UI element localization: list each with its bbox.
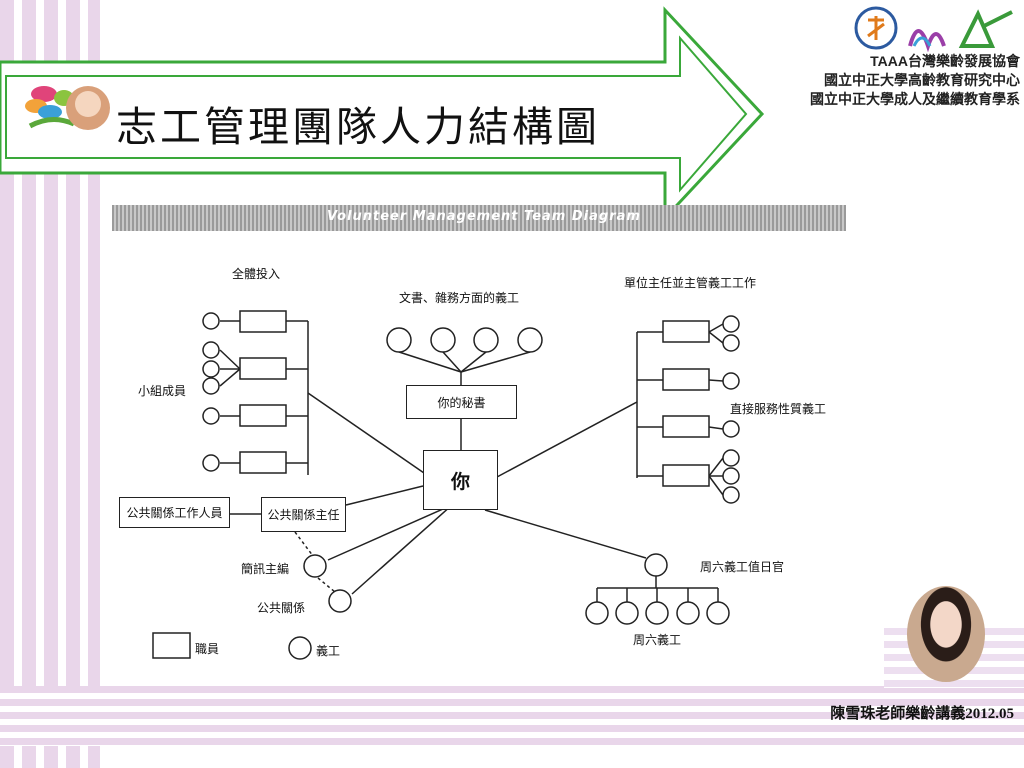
edge-pr-dashed-1 <box>294 531 314 557</box>
left-staff-box-4 <box>239 451 287 474</box>
saturday-officer-circle <box>644 553 668 577</box>
edge-clerical-1 <box>398 351 462 373</box>
saturday-volunteer-2 <box>615 601 639 625</box>
pr-director-box: 公共關係主任 <box>261 497 346 532</box>
right-staff-box-2 <box>662 368 710 391</box>
clerical-volunteer-2 <box>430 327 456 353</box>
edge-center-right-group <box>496 401 638 478</box>
right-staff-box-1 <box>662 320 710 343</box>
left-volunteer-5 <box>202 407 220 425</box>
right-volunteer-4 <box>722 420 740 438</box>
left-staff-box-1 <box>239 310 287 333</box>
saturday-volunteer-1 <box>585 601 609 625</box>
edge-clerical-2 <box>442 351 462 373</box>
edge-center-left-group <box>307 392 425 474</box>
org-line-2: 國立中正大學高齡教育研究中心 <box>824 72 1020 88</box>
label-direct-service: 直接服務性質義工 <box>730 402 827 416</box>
left-staff-box-3 <box>239 404 287 427</box>
org-line-3: 國立中正大學成人及繼續教育學系 <box>810 91 1020 107</box>
label-group-members: 小組成員 <box>138 384 187 398</box>
diagram-banner: Volunteer Management Team Diagram <box>112 205 846 231</box>
saturday-volunteer-5 <box>706 601 730 625</box>
clerical-volunteer-3 <box>473 327 499 353</box>
edge-clerical-3 <box>460 351 487 373</box>
right-staff-box-3 <box>662 415 710 438</box>
clerical-volunteer-1 <box>386 327 412 353</box>
legend-staff-box <box>152 632 191 659</box>
label-clerical: 文書、雜務方面的義工 <box>399 291 520 305</box>
newsletter-editor-circle <box>303 554 327 578</box>
saturday-volunteer-3 <box>645 601 669 625</box>
edge-pr-dashed-2 <box>317 577 336 593</box>
right-volunteer-1 <box>722 315 740 333</box>
pr-staff-box: 公共關係工作人員 <box>119 497 230 528</box>
label-all-in: 全體投入 <box>232 267 281 281</box>
right-staff-box-4 <box>662 464 710 487</box>
edge-center-saturday <box>484 509 647 559</box>
legend-volunteer-circle <box>288 636 312 660</box>
left-staff-box-2 <box>239 357 287 380</box>
label-unit-head: 單位主任並主管義工工作 <box>624 276 757 290</box>
organization-logos <box>854 6 1013 52</box>
secretary-box: 你的秘書 <box>406 385 517 419</box>
organization-names: TAAA台灣樂齡發展協會 國立中正大學高齡教育研究中心 國立中正大學成人及繼續教… <box>810 52 1020 109</box>
slide-title: 志工管理團隊人力結構圖 <box>116 103 600 151</box>
label-saturday-officer: 周六義工值日官 <box>700 560 785 574</box>
right-volunteer-3 <box>722 372 740 390</box>
saturday-volunteer-4 <box>676 601 700 625</box>
label-saturday-volunteers: 周六義工 <box>633 633 682 647</box>
presenter-photo <box>907 586 985 682</box>
footer-credit: 陳雪珠老師樂齡講義2012.05 <box>830 706 1014 722</box>
right-volunteer-5 <box>722 449 740 467</box>
legend-volunteer-label: 義工 <box>316 644 341 658</box>
edge-center-pr <box>351 504 453 595</box>
public-relations-circle <box>328 589 352 613</box>
clerical-volunteer-4 <box>517 327 543 353</box>
edge-clerical-4 <box>460 351 531 373</box>
right-volunteer-7 <box>722 486 740 504</box>
flower-logo <box>25 86 110 130</box>
label-newsletter-editor: 簡訊主編 <box>241 562 290 576</box>
right-volunteer-6 <box>722 467 740 485</box>
diagram-banner-text: Volunteer Management Team Diagram <box>327 209 641 224</box>
edge-center-pr-director <box>345 485 424 506</box>
legend-staff-label: 職員 <box>195 642 220 656</box>
left-volunteer-2 <box>202 341 220 359</box>
org-line-1: TAAA台灣樂齡發展協會 <box>870 53 1020 69</box>
label-public-relations: 公共關係 <box>257 601 306 615</box>
title-arrow-banner <box>0 6 765 222</box>
center-you-box: 你 <box>423 450 498 510</box>
left-volunteer-3 <box>202 360 220 378</box>
left-volunteer-4 <box>202 377 220 395</box>
left-volunteer-6 <box>202 454 220 472</box>
bottom-stripes-decoration <box>0 686 1024 746</box>
right-volunteer-2 <box>722 334 740 352</box>
left-volunteer-1 <box>202 312 220 330</box>
edge-center-newsletter <box>327 504 453 561</box>
